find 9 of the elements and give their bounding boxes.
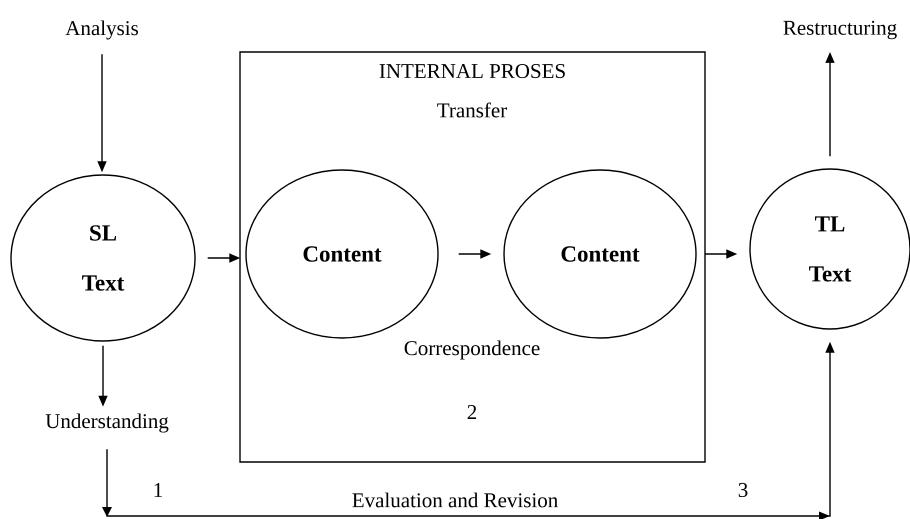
process-label: 1 [154,483,162,497]
process-label: 2 [468,405,476,419]
stage-label: Understanding [46,413,168,433]
edge-label: Evaluation and Revision [350,492,560,508]
stage-label: Restructuring [783,20,897,40]
process-label: 3 [738,482,748,498]
stage-label: Analysis [65,20,138,40]
process-label: Correspondence [404,340,540,360]
process-label: Transfer [437,102,508,118]
